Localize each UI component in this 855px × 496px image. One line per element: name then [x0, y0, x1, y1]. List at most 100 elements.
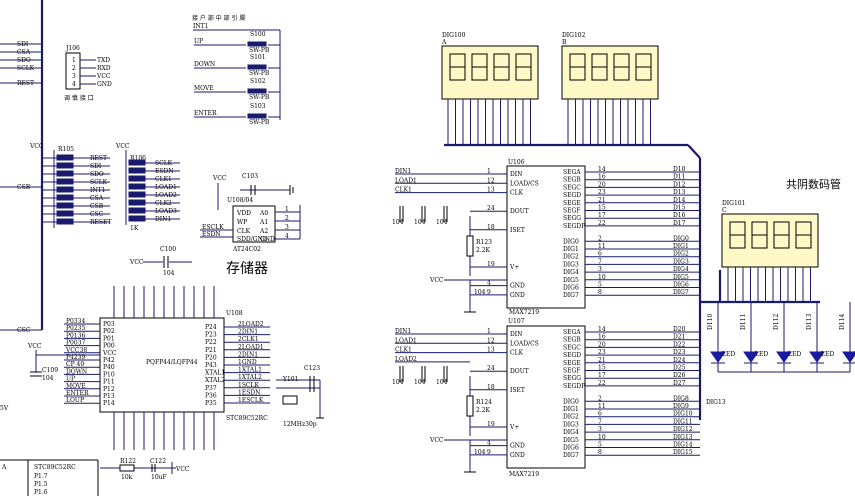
net-label: LOAD1 [155, 184, 177, 191]
pin-number: 5 [598, 282, 602, 289]
pin-number: 3 [598, 426, 602, 433]
pin-label: CLK [510, 190, 524, 197]
pin-number: 9 [487, 449, 491, 456]
net-label: CLK1 [155, 176, 172, 183]
net-label: D23 [673, 349, 686, 356]
reset-network: R122 10k C122 10uF VCC [100, 458, 190, 481]
pin-label: GND [510, 443, 525, 450]
net-label: SCLK [155, 160, 173, 167]
net-label: P0136 [66, 332, 85, 339]
cap-value: 104 [392, 219, 404, 226]
svg-text:C122: C122 [150, 458, 166, 465]
svg-text:DIG102: DIG102 [562, 32, 586, 39]
net-label: 2LOAD1 [238, 344, 264, 351]
value-label: 2.2K [476, 407, 491, 414]
pin-label: SEGF [563, 208, 580, 215]
pin-number: 22 [598, 220, 606, 227]
svg-text:PQFP44/LQFP44: PQFP44/LQFP44 [146, 359, 198, 366]
pin-label: DIG3 [563, 261, 579, 268]
net-label: UP [66, 376, 75, 383]
net-label: D22 [673, 341, 686, 348]
svg-text:WP: WP [237, 219, 247, 226]
svg-text:S100: S100 [250, 31, 266, 38]
pin-label: GND [510, 283, 525, 290]
c100-cap: VCC C100 104 [129, 246, 192, 277]
display-dig102: DIG102 B [561, 32, 659, 144]
led-label: D113 [806, 314, 813, 330]
pin-number: 20 [598, 341, 606, 348]
resistor [56, 210, 74, 217]
pin-label: P13 [103, 393, 115, 400]
pin-label: DIG4 [563, 429, 579, 436]
pin-number: 12 [487, 337, 495, 344]
svg-text:10uF: 10uF [151, 474, 167, 481]
button-move: MOVE S102 SW-PB [194, 78, 280, 101]
net-label: RESET [90, 219, 111, 226]
svg-text:VCC: VCC [29, 143, 44, 150]
led-tag: LED [821, 351, 834, 358]
net-label: CLK2 [155, 200, 172, 207]
net-label: DIG10 [673, 411, 693, 418]
pin-number: 15 [598, 365, 606, 372]
svg-text:SDD/GND: SDD/GND [237, 236, 268, 243]
svg-text:S103: S103 [250, 103, 266, 110]
net-label: D14 [673, 197, 686, 204]
pin-number: 21 [598, 197, 606, 204]
svg-text:J106: J106 [65, 45, 80, 52]
net-label: CSA [90, 195, 104, 202]
max-chip-u106 [506, 165, 586, 309]
svg-text:P1.7: P1.7 [34, 473, 48, 480]
pin-number: 17 [598, 212, 606, 219]
pin-label: P03 [103, 321, 115, 328]
pin-label: RXD [97, 65, 111, 72]
resistor [56, 202, 74, 209]
net-label: CSC [90, 211, 104, 218]
resistor [56, 154, 74, 161]
pin-number: 12 [487, 177, 495, 184]
pin-label: P43 [205, 362, 217, 369]
pin-label: DIN [510, 331, 522, 338]
value-label: 2.2K [476, 247, 491, 254]
net-label: 2DIN1 [238, 329, 258, 336]
pin-number: 15 [598, 205, 606, 212]
net-label: LOAD3 [155, 208, 177, 215]
pin-number: 17 [598, 372, 606, 379]
svg-text:ESCLK: ESCLK [202, 224, 224, 231]
ref-label: R124 [476, 399, 492, 406]
cap-value: 104 [414, 379, 426, 386]
net-label: DIG13 [673, 434, 693, 441]
pin-number: 1 [487, 168, 491, 175]
pin-label: P11 [103, 379, 115, 386]
svg-text:1K: 1K [130, 225, 139, 232]
resistor [128, 167, 146, 174]
pin-label: V+ [509, 264, 519, 271]
led-label: D114 [839, 314, 846, 330]
net-label: 2CLK1 [238, 336, 259, 343]
net-label: DIG7 [673, 289, 689, 296]
pin-number: 20 [598, 181, 606, 188]
net-label: DIG0 [673, 235, 689, 242]
pin-label: SEGE [563, 360, 581, 367]
pin-label: P35 [205, 400, 217, 407]
pin-number: 23 [598, 189, 606, 196]
led-diode [743, 351, 759, 363]
pin-label: VCC [96, 73, 111, 80]
crystal-y101: Y101 C123 12MHz30p [276, 365, 324, 428]
led-tag: LED [755, 351, 768, 358]
pin-label: P42 [103, 357, 115, 364]
pin-label: P21 [205, 347, 217, 354]
svg-text:DIG13: DIG13 [706, 399, 726, 406]
svg-text:A0: A0 [259, 210, 268, 217]
svg-text:3: 3 [72, 73, 76, 80]
pin-number: 19 [487, 261, 495, 268]
svg-text:ENTER: ENTER [194, 110, 217, 117]
pin-label: SEGG [563, 215, 581, 222]
svg-text:C: C [722, 207, 727, 214]
svg-text:B: B [562, 39, 567, 46]
net-label: D15 [673, 205, 686, 212]
cap-value: 104 [474, 449, 486, 456]
resistor [128, 183, 146, 190]
net-label: P0235 [66, 325, 85, 332]
cap-value: 104 [436, 379, 448, 386]
